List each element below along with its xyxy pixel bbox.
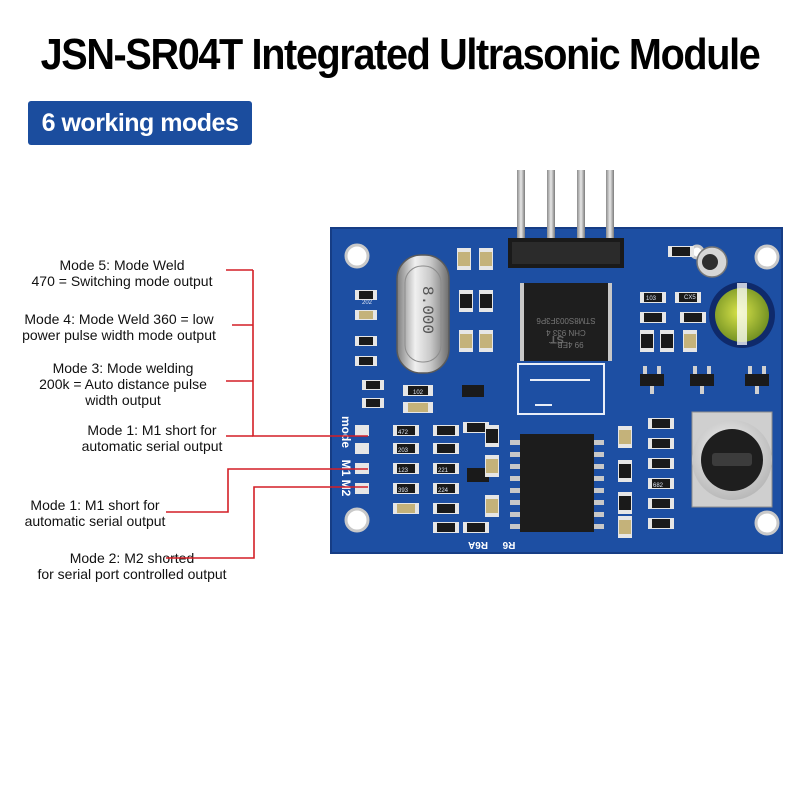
r6a-silkscreen: R6A (468, 539, 488, 550)
annotation-mode3-line3: width output (85, 392, 161, 408)
sot-transistors (462, 374, 769, 482)
label-103: 103 (646, 296, 657, 302)
label-224: 224 (438, 488, 449, 494)
annotation-mode4: Mode 4: Mode Weld 360 = low power pulse … (6, 311, 232, 343)
annotation-mode5: Mode 5: Mode Weld 470 = Switching mode o… (18, 257, 226, 289)
leader-mode2 (166, 486, 368, 559)
label-203: 203 (398, 448, 409, 454)
annotation-mode5-line1: Mode 5: Mode Weld (59, 257, 185, 273)
label-cx5: CX5 (684, 295, 696, 301)
annotation-mode1-a-line1: Mode 1: M1 short for (87, 422, 217, 438)
chip-text-1: STM8S003F3P6 (536, 316, 596, 325)
label-123: 123 (398, 468, 409, 474)
page-title: JSN-SR04T Integrated Ultrasonic Module (40, 30, 761, 79)
crystal-oscillator (396, 254, 450, 374)
annotation-mode5-line2: 470 = Switching mode output (31, 273, 213, 289)
header-pins (508, 170, 624, 268)
pcb-edge (330, 227, 783, 554)
label-102: 102 (413, 390, 424, 396)
crystal-label: 8.000 (418, 286, 436, 334)
annotation-mode1-a-line2: automatic serial output (81, 438, 223, 454)
m1m2-silkscreen: M1 M2 (339, 460, 353, 497)
modes-badge: 6 working modes (28, 101, 252, 145)
chip-text-2: CHN 933 4 (546, 328, 586, 337)
chip-text-3: 99 4EB ... (548, 340, 583, 349)
driver-chip (510, 434, 604, 532)
chip-brand: ST (550, 333, 564, 345)
label-393: 393 (398, 488, 409, 494)
potentiometer (691, 411, 773, 508)
annotation-mode2-line1: Mode 2: M2 shorted (69, 550, 195, 566)
mcu-chip (520, 283, 612, 361)
annotation-mode4-line1: Mode 4: Mode Weld 360 = low (24, 311, 214, 327)
annotation-mode3-line2: 200k = Auto distance pulse (39, 376, 207, 392)
smd-components (355, 246, 706, 538)
silkscreen-box (517, 363, 605, 415)
annotation-mode1-a: Mode 1: M1 short for automatic serial ou… (54, 422, 250, 454)
label-472: 472 (398, 430, 409, 436)
r6-silkscreen: R6 (502, 539, 515, 550)
top-right-component (696, 246, 728, 278)
annotation-mode3: Mode 3: Mode welding 200k = Auto distanc… (20, 360, 226, 408)
mounting-holes (344, 243, 780, 536)
annotation-mode2: Mode 2: M2 shorted for serial port contr… (18, 550, 246, 582)
label-221: 221 (438, 468, 449, 474)
leader-mode1b (166, 468, 368, 513)
label-682: 682 (653, 483, 664, 489)
leader-lines (166, 269, 368, 559)
electrolytic-capacitor (709, 282, 775, 348)
label-202: 202 (362, 300, 373, 306)
annotation-mode2-line2: for serial port controlled output (37, 566, 227, 582)
annotation-mode1-b: Mode 1: M1 short for automatic serial ou… (8, 497, 182, 529)
annotation-mode3-line1: Mode 3: Mode welding (52, 360, 194, 376)
mode-silkscreen: mode (339, 416, 353, 448)
annotation-mode1-b-line1: Mode 1: M1 short for (30, 497, 160, 513)
annotation-mode1-b-line2: automatic serial output (24, 513, 166, 529)
annotation-mode4-line2: power pulse width mode output (22, 327, 216, 343)
